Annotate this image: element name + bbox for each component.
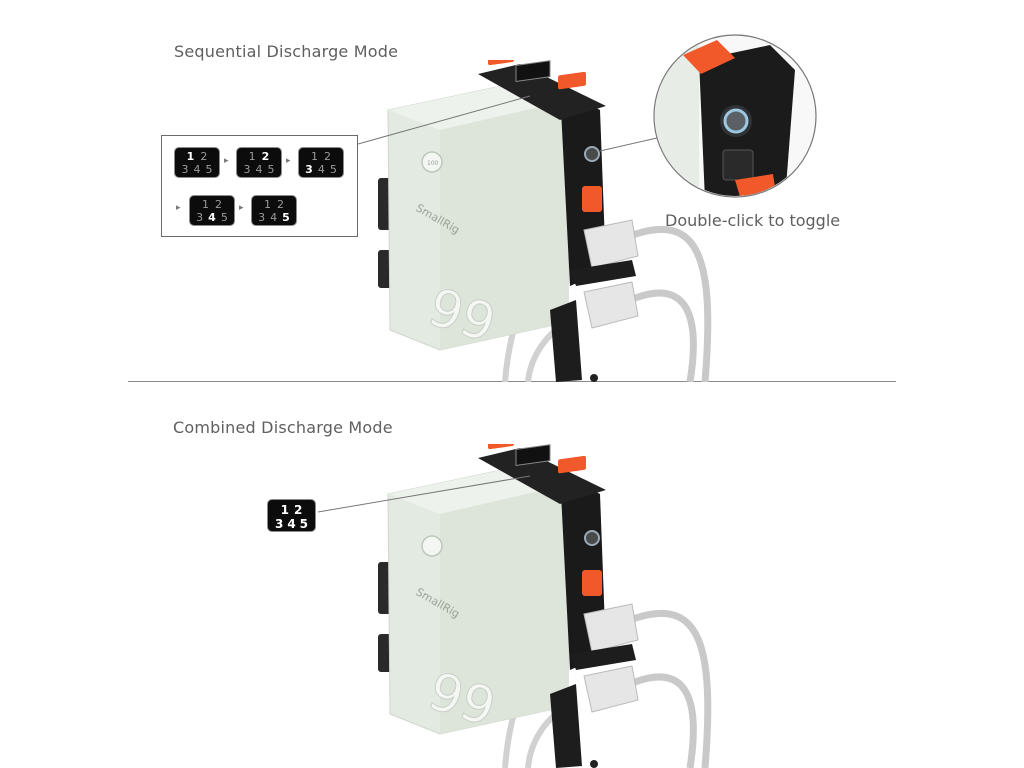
sequential-mode-heading: Sequential Discharge Mode: [174, 42, 399, 61]
arrow-right-icon: ▸: [239, 203, 244, 213]
indicator-chip-step-3: 12 345: [298, 147, 344, 178]
battery-badge-text: 100: [427, 160, 439, 167]
indicator-chip-step-5: 12 345: [251, 195, 297, 226]
indicator-chip-step-4: 12 345: [189, 195, 235, 226]
sequential-leader-line: [358, 95, 531, 145]
arrow-right-icon: ▸: [176, 203, 181, 213]
arrow-right-icon: ▸: [286, 156, 291, 166]
battery-device-illustration-top: 100 SmallRig 99: [378, 60, 712, 382]
power-button-zoom-callout: [599, 34, 817, 198]
toggle-caption: Double-click to toggle: [665, 211, 841, 230]
indicator-chip-step-2: 12 345: [236, 147, 282, 178]
sequential-steps-box: 12 345 ▸ 12 345 ▸ 12 345 ▸ 12 345 ▸ 12 3…: [161, 135, 358, 237]
combined-mode-heading: Combined Discharge Mode: [173, 418, 393, 437]
indicator-chip-step-1: 12 345: [174, 147, 220, 178]
section-divider: [128, 381, 896, 382]
indicator-chip-combined: 12 345: [267, 499, 316, 532]
combined-leader-line: [317, 475, 531, 513]
arrow-right-icon: ▸: [224, 156, 229, 166]
battery-device-illustration-bottom: SmallRig 99: [378, 444, 712, 768]
